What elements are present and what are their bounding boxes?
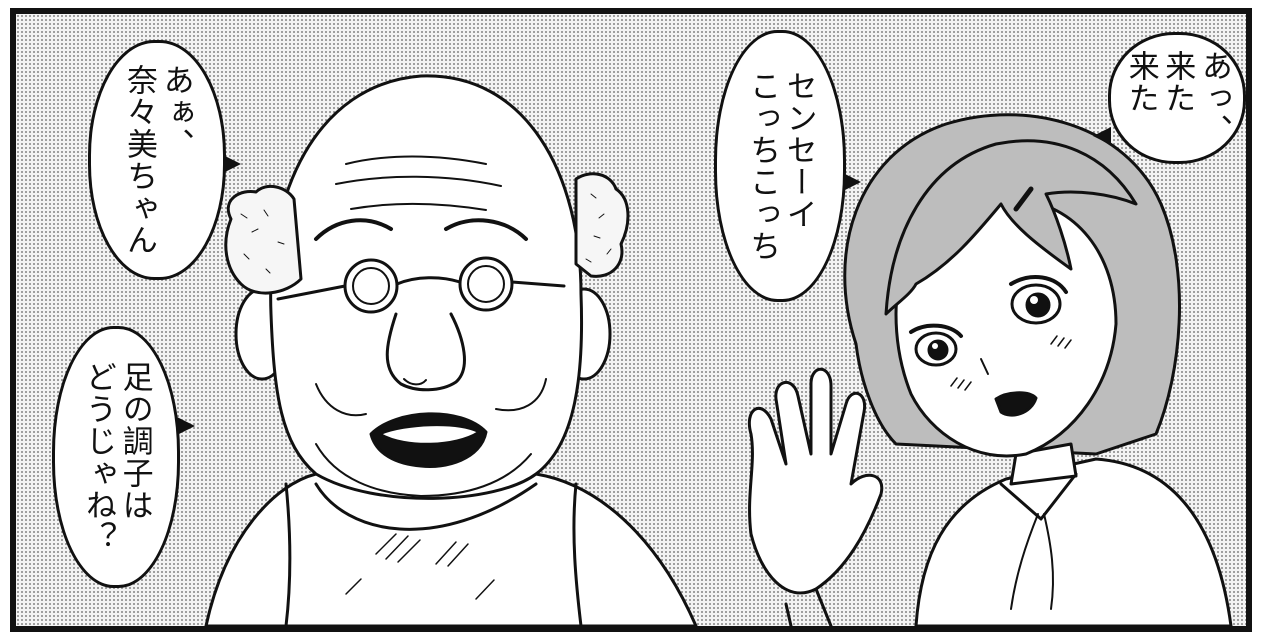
bubble-text-old-man-question: 足の調子は どうじゃね？ (80, 361, 153, 553)
old-man-figure (204, 74, 698, 626)
speech-bubble-old-man-greeting: あぁ、 奈々美ちゃん (88, 40, 241, 280)
speech-bubble-girl-arrived: あっ、 来た 来た (1093, 32, 1246, 164)
bubble-tail (843, 173, 861, 191)
manga-panel: あぁ、 奈々美ちゃん 足の調子は どうじゃね？ センセーイ こっちこっち あっ、… (10, 8, 1252, 632)
bubble-tail (1093, 127, 1111, 145)
speech-bubble-old-man-question: 足の調子は どうじゃね？ (52, 326, 195, 588)
bubble-text-girl-arrived: あっ、 来た 来た (1122, 50, 1232, 146)
speech-bubble-girl-call: センセーイ こっちこっち (714, 30, 861, 302)
bubble-tail (177, 417, 195, 435)
panel-artwork (204, 74, 1233, 626)
bubble-text-old-man-greeting: あぁ、 奈々美ちゃん (121, 64, 194, 256)
girl-figure (748, 113, 1233, 626)
bubble-text-girl-call: センセーイ こっちこっち (744, 70, 817, 262)
bubble-tail (223, 155, 241, 173)
